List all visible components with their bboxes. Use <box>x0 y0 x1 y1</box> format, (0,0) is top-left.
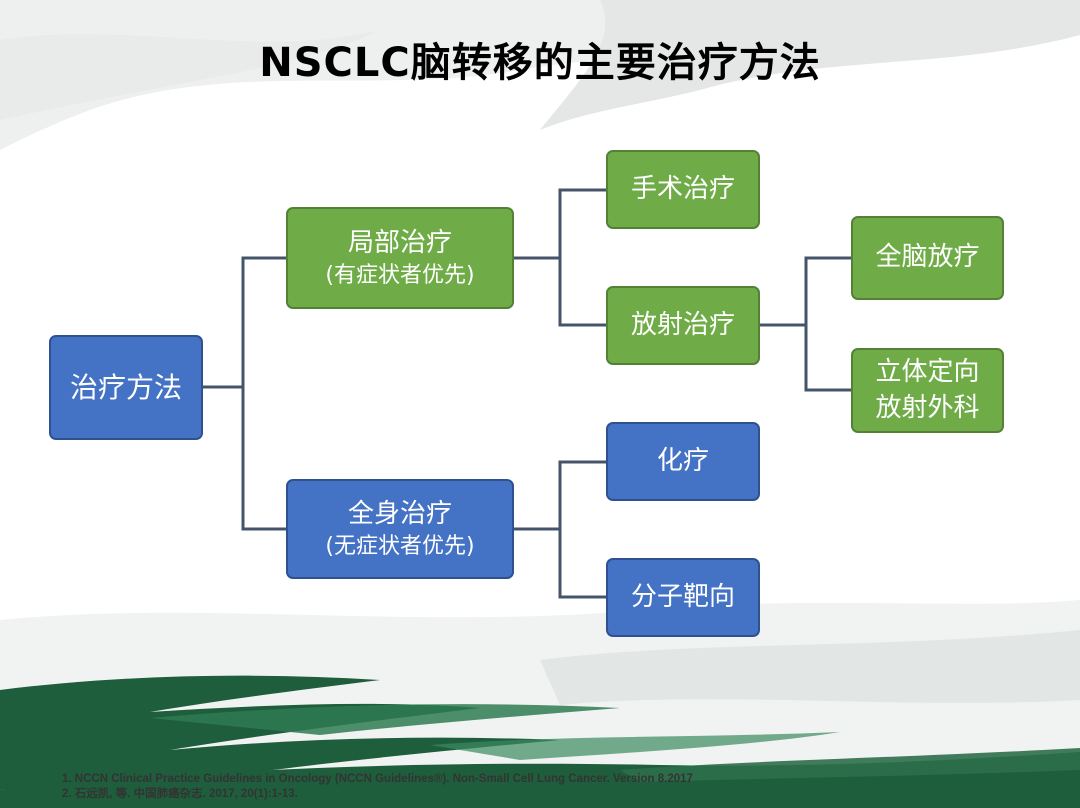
node-stereotactic-radiosurgery: 立体定向 放射外科 <box>851 348 1004 433</box>
node-systemic-note: (无症状者优先) <box>325 533 475 559</box>
node-radiotherapy-label: 放射治疗 <box>630 309 735 340</box>
node-targeted-label: 分子靶向 <box>630 581 735 612</box>
node-chemotherapy: 化疗 <box>606 422 760 501</box>
node-chemo-label: 化疗 <box>656 445 709 476</box>
node-wbrt-label: 全脑放疗 <box>875 242 980 273</box>
node-whole-brain-radiotherapy: 全脑放疗 <box>851 216 1004 300</box>
node-root-label: 治疗方法 <box>69 370 182 404</box>
link-root-to-local <box>241 256 286 531</box>
node-systemic-label: 全身治疗 <box>347 498 452 529</box>
node-root: 治疗方法 <box>49 335 203 440</box>
node-surgery-label: 手术治疗 <box>630 173 735 204</box>
node-srs-line1: 立体定向 <box>875 357 980 388</box>
node-srs-line2: 放射外科 <box>875 392 980 423</box>
node-local-treatment: 局部治疗 (有症状者优先) <box>286 207 514 309</box>
node-systemic-treatment: 全身治疗 (无症状者优先) <box>286 479 514 579</box>
reference-item: 2. 石远凯, 等. 中国肺癌杂志. 2017, 20(1):1-13. <box>62 788 298 800</box>
references: 1. NCCN Clinical Practice Guidelines in … <box>62 772 693 802</box>
reference-item: 1. NCCN Clinical Practice Guidelines in … <box>62 773 693 785</box>
page-title: NSCLC脑转移的主要治疗方法 <box>259 40 821 86</box>
node-radiotherapy: 放射治疗 <box>606 286 760 365</box>
node-local-label: 局部治疗 <box>347 227 452 258</box>
node-surgery: 手术治疗 <box>606 150 760 229</box>
link-radiotherapy-to-children <box>804 256 851 392</box>
node-local-note: (有症状者优先) <box>325 262 475 288</box>
link-local-to-children <box>558 188 606 327</box>
node-targeted-therapy: 分子靶向 <box>606 558 760 637</box>
link-systemic-to-children <box>558 460 606 599</box>
